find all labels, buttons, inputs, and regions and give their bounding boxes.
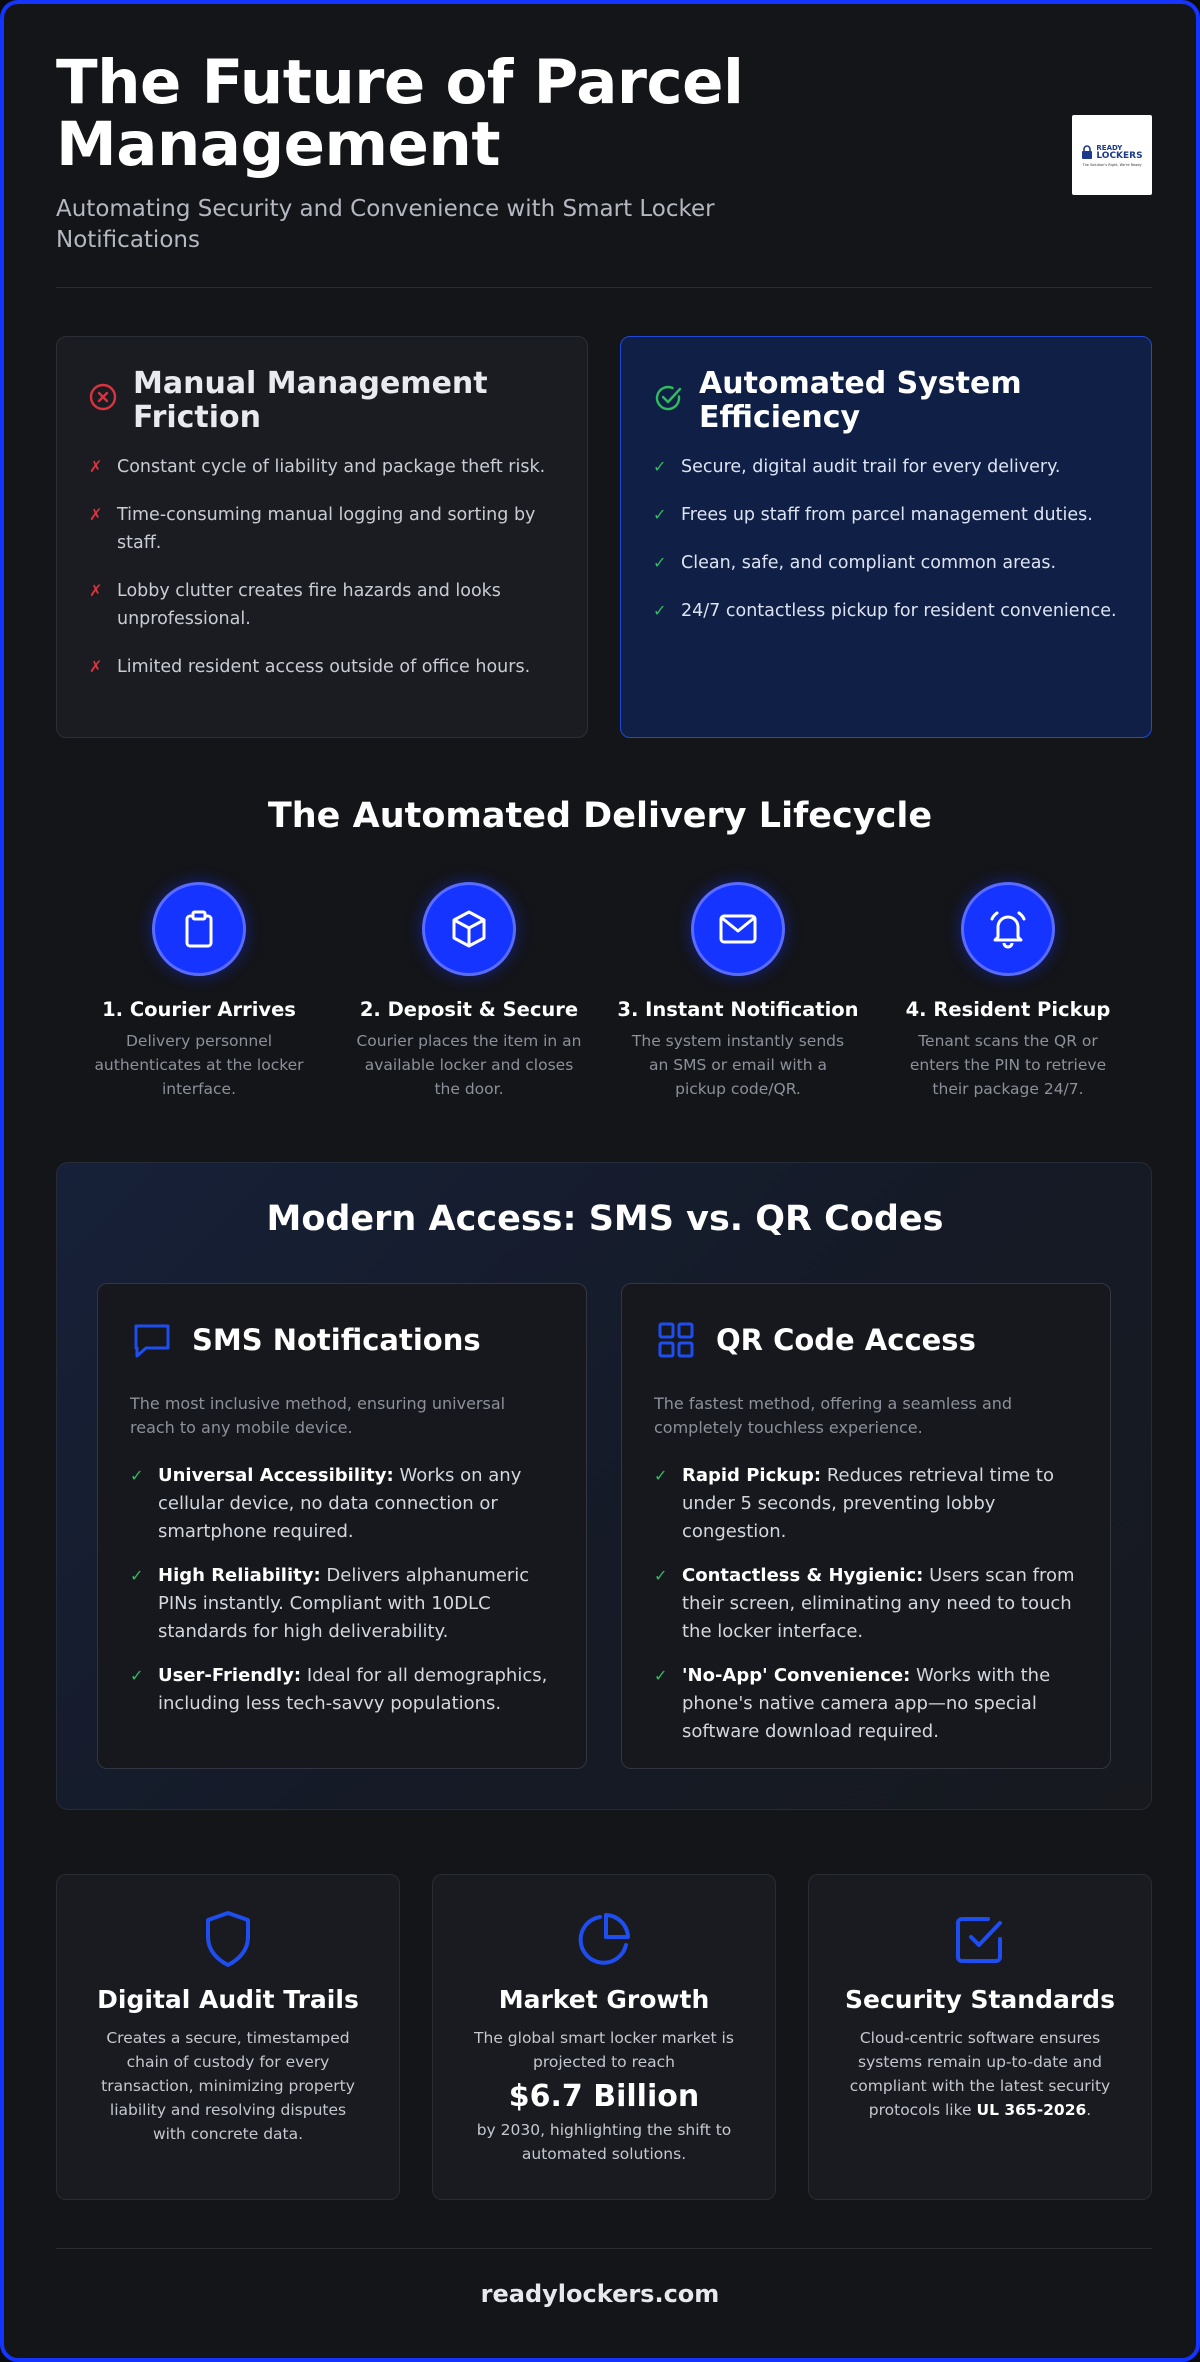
- manual-card-title: Manual Management Friction: [133, 366, 488, 435]
- step-title: 3. Instant Notification: [617, 998, 859, 1021]
- audit-trails-description: Creates a secure, timestamped chain of c…: [101, 2029, 355, 2143]
- market-growth-card: Market Growth The global smart locker ma…: [432, 1874, 776, 2200]
- list-item: ✓High Reliability: Delivers alphanumeric…: [130, 1562, 554, 1646]
- market-growth-title: Market Growth: [498, 1985, 710, 2014]
- modern-access-section: Modern Access: SMS vs. QR Codes SMS Noti…: [56, 1162, 1152, 1810]
- manual-friction-card: Manual Management Friction ✗Constant cyc…: [56, 336, 588, 738]
- qr-card-title: QR Code Access: [716, 1323, 976, 1357]
- check-mark-icon: ✓: [653, 505, 667, 524]
- logo-line1: READY: [1096, 143, 1123, 152]
- step-description: Courier places the item in an available …: [356, 1032, 582, 1098]
- check-mark-icon: ✓: [654, 1466, 668, 1485]
- mail-icon: [719, 914, 757, 944]
- clipboard-icon: [185, 910, 213, 948]
- list-item: ✓Clean, safe, and compliant common areas…: [653, 549, 1119, 577]
- step-title: 4. Resident Pickup: [905, 998, 1111, 1021]
- sms-card-title: SMS Notifications: [192, 1323, 481, 1357]
- list-item: ✗Limited resident access outside of offi…: [89, 653, 555, 681]
- lifecycle-step-courier: 1. Courier Arrives Delivery personnel au…: [74, 882, 324, 1101]
- check-mark-icon: ✓: [130, 1666, 144, 1685]
- step-title: 1. Courier Arrives: [102, 998, 296, 1021]
- page-subtitle: Automating Security and Convenience with…: [56, 196, 715, 253]
- market-value: $6.7 Billion: [508, 2079, 700, 2114]
- check-mark-icon: ✓: [653, 601, 667, 620]
- list-item: ✗Time-consuming manual logging and sorti…: [89, 501, 555, 557]
- cross-mark-icon: ✗: [89, 457, 103, 476]
- step-description: Delivery personnel authenticates at the …: [94, 1032, 304, 1098]
- check-mark-icon: ✓: [653, 553, 667, 572]
- lifecycle-step-deposit: 2. Deposit & Secure Courier places the i…: [344, 882, 594, 1101]
- access-title: Modern Access: SMS vs. QR Codes: [266, 1199, 944, 1239]
- cross-mark-icon: ✗: [89, 505, 103, 524]
- footer-url[interactable]: readylockers.com: [480, 2280, 720, 2308]
- lifecycle-title: The Automated Delivery Lifecycle: [267, 796, 933, 836]
- check-mark-icon: ✓: [130, 1566, 144, 1585]
- x-circle-icon: [89, 383, 117, 411]
- list-item: ✓User-Friendly: Ideal for all demographi…: [130, 1662, 554, 1718]
- logo-tagline: The Solution's Right, We're Ready: [1082, 162, 1142, 167]
- pie-chart-icon: [578, 1913, 630, 1965]
- sms-card-description: The most inclusive method, ensuring univ…: [130, 1394, 506, 1437]
- cross-mark-icon: ✗: [89, 581, 103, 600]
- check-mark-icon: ✓: [130, 1466, 144, 1485]
- security-standards-description: Cloud-centric software ensures systems r…: [849, 2029, 1111, 2119]
- qr-card: QR Code Access The fastest method, offer…: [621, 1283, 1111, 1769]
- lock-icon: [1082, 144, 1093, 159]
- chat-bubble-icon: [134, 1324, 170, 1358]
- audit-trails-title: Digital Audit Trails: [97, 1985, 359, 2014]
- ready-lockers-logo: READY LOCKERS The Solution's Right, We'r…: [1072, 115, 1152, 195]
- step-title: 2. Deposit & Secure: [359, 998, 579, 1021]
- list-item: ✓Frees up staff from parcel management d…: [653, 501, 1119, 529]
- check-mark-icon: ✓: [653, 457, 667, 476]
- sms-card: SMS Notifications The most inclusive met…: [97, 1283, 587, 1769]
- step-description: Tenant scans the QR or enters the PIN to…: [909, 1032, 1107, 1098]
- list-item: ✗Lobby clutter creates fire hazards and …: [89, 577, 555, 633]
- header: The Future of Parcel Management Automati…: [56, 52, 1152, 288]
- cross-mark-icon: ✗: [89, 657, 103, 676]
- check-mark-icon: ✓: [654, 1666, 668, 1685]
- checkbox-icon: [956, 1917, 1002, 1963]
- shield-icon: [206, 1911, 250, 1967]
- market-growth-description-post: by 2030, highlighting the shift to autom…: [476, 2121, 732, 2163]
- box-icon: [452, 910, 486, 948]
- qr-card-description: The fastest method, offering a seamless …: [654, 1394, 1013, 1437]
- page-title: The Future of Parcel Management: [56, 47, 744, 180]
- automated-efficiency-card: Automated System Efficiency ✓Secure, dig…: [620, 336, 1152, 738]
- automated-card-title: Automated System Efficiency: [699, 366, 1022, 435]
- check-mark-icon: ✓: [654, 1566, 668, 1585]
- qr-grid-icon: [658, 1322, 694, 1358]
- logo-line2: LOCKERS: [1096, 150, 1143, 161]
- list-item: ✓Rapid Pickup: Reduces retrieval time to…: [654, 1462, 1078, 1546]
- lifecycle-step-notification: 3. Instant Notification The system insta…: [613, 882, 863, 1101]
- footer-divider: [56, 2248, 1152, 2249]
- list-item: ✗Constant cycle of liability and package…: [89, 453, 555, 481]
- list-item: ✓'No-App' Convenience: Works with the ph…: [654, 1662, 1078, 1746]
- list-item: ✓Secure, digital audit trail for every d…: [653, 453, 1119, 481]
- security-standards-card: Security Standards Cloud-centric softwar…: [808, 1874, 1152, 2200]
- list-item: ✓Contactless & Hygienic: Users scan from…: [654, 1562, 1078, 1646]
- lifecycle-step-pickup: 4. Resident Pickup Tenant scans the QR o…: [883, 882, 1133, 1101]
- market-growth-description-pre: The global smart locker market is projec…: [474, 2029, 734, 2071]
- list-item: ✓Universal Accessibility: Works on any c…: [130, 1462, 554, 1546]
- check-circle-icon: [655, 385, 682, 411]
- bell-icon: [990, 911, 1026, 949]
- step-description: The system instantly sends an SMS or ema…: [631, 1032, 845, 1098]
- list-item: ✓24/7 contactless pickup for resident co…: [653, 597, 1119, 625]
- audit-trails-card: Digital Audit Trails Creates a secure, t…: [56, 1874, 400, 2200]
- security-standards-title: Security Standards: [845, 1985, 1115, 2014]
